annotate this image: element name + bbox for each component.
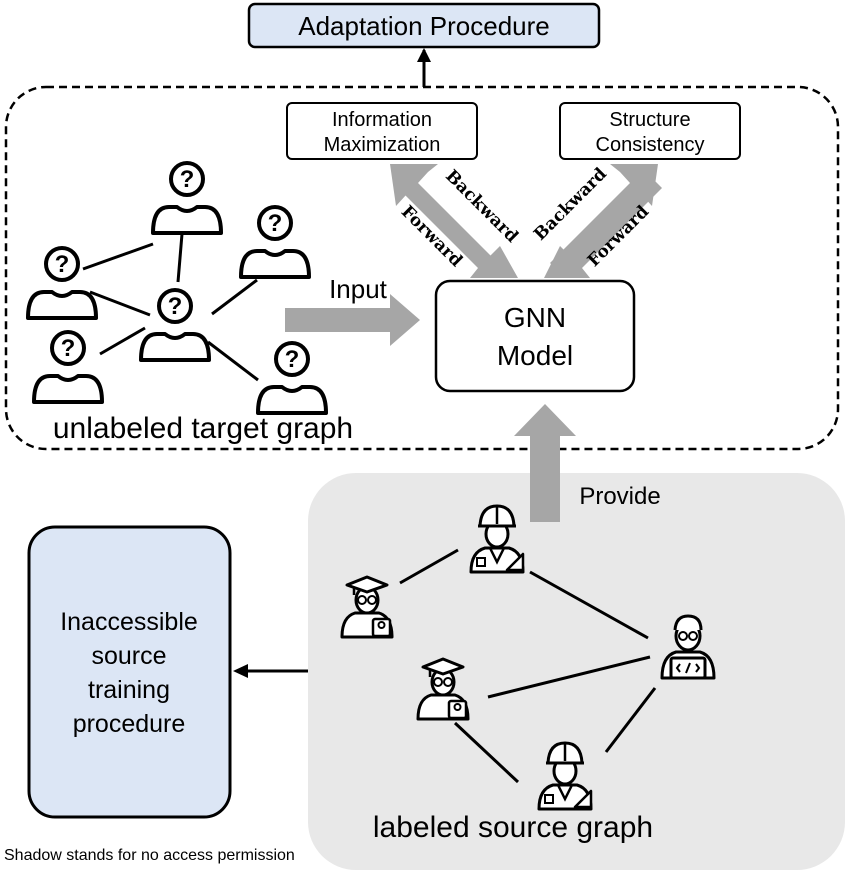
gnn-line1: GNN	[504, 302, 566, 333]
question-mark: ?	[61, 335, 76, 362]
question-mark: ?	[168, 293, 183, 320]
provide-arrow	[514, 404, 576, 522]
info-max-box	[286, 102, 478, 160]
inaccessible-line4: procedure	[73, 710, 186, 738]
input-label: Input	[329, 274, 388, 304]
input-arrow	[285, 294, 420, 346]
inaccessible-box	[27, 525, 232, 819]
target-dashed-region	[4, 85, 840, 451]
adaptation-label: Adaptation Procedure	[298, 11, 550, 41]
adaptation-arrowhead	[417, 48, 431, 62]
question-mark: ?	[55, 251, 70, 278]
adaptation-box	[247, 2, 601, 49]
info-max-line1: Information	[332, 109, 432, 131]
structure-line1: Structure	[609, 109, 690, 131]
provide-label: Provide	[579, 483, 660, 510]
left-double-arrow	[390, 164, 518, 278]
inaccessible-line1: Inaccessible	[60, 608, 198, 636]
source-graph-edges	[399, 548, 657, 784]
source-graph-label: labeled source graph	[373, 811, 653, 844]
gnn-line2: Model	[497, 340, 573, 371]
gnn-model-box	[434, 279, 636, 393]
inaccessible-line2: source	[91, 642, 166, 670]
question-mark: ?	[285, 346, 300, 373]
question-mark: ?	[268, 210, 283, 237]
target-graph-label: unlabeled target graph	[53, 412, 353, 445]
structure-line2: Consistency	[596, 134, 705, 156]
right-double-arrow	[544, 164, 662, 278]
inaccessible-arrowhead	[233, 664, 248, 678]
source-shadow-region	[308, 473, 845, 870]
question-mark: ?	[180, 166, 195, 193]
info-max-line2: Maximization	[324, 134, 441, 156]
inaccessible-line3: training	[88, 676, 170, 704]
footnote: Shadow stands for no access permission	[4, 847, 295, 864]
structure-box	[559, 102, 741, 160]
